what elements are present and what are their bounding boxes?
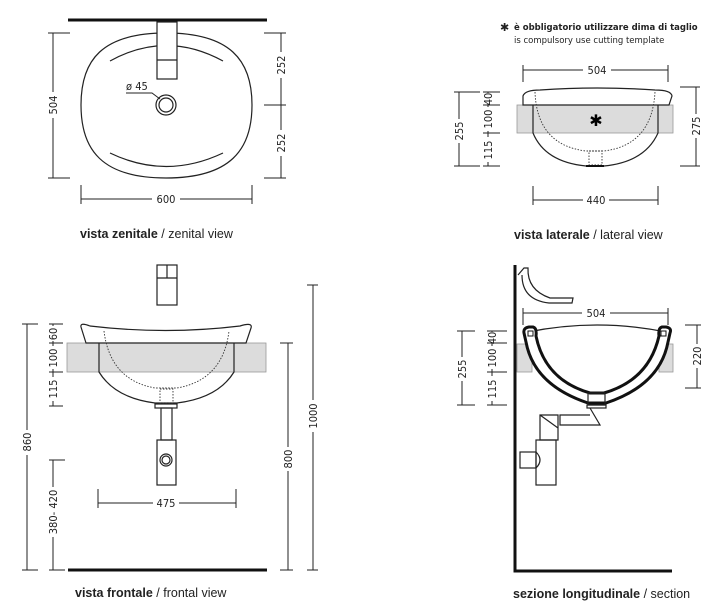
asterisk-icon: ✱: [500, 21, 509, 34]
wall-and-floor: [513, 265, 672, 573]
dim-right: 275: [690, 117, 703, 136]
dim-right: 220: [691, 347, 704, 366]
faucet-icon: [156, 21, 178, 80]
dim-below: 115: [482, 141, 495, 160]
dim-trap: 380- 420: [47, 490, 60, 534]
dim-top: 504: [587, 307, 606, 320]
basin-outline: [80, 32, 253, 179]
dim-below: 115: [47, 380, 60, 399]
lateral-caption: vista laterale / lateral view: [514, 228, 664, 242]
basin-rim: [80, 323, 252, 344]
zenital-caption: vista zenitale / zenital view: [80, 227, 234, 241]
drain-pipe: [160, 407, 173, 441]
dim-depth: 504: [47, 96, 60, 115]
drain-pipe: [559, 407, 602, 426]
basin-rim: [522, 87, 673, 106]
frontal-caption: vista frontale / frontal view: [75, 586, 227, 600]
drain-diameter-label: ø 45: [126, 80, 148, 93]
dim-rim: 40: [482, 93, 495, 106]
siphon-trap: [156, 439, 177, 486]
drain-inner: [158, 97, 174, 113]
dim-width: 475: [157, 497, 176, 510]
drain-outer: [155, 94, 177, 116]
dim-rim: 40: [486, 332, 499, 345]
dim-bottom: 440: [587, 194, 606, 207]
dim-rim: 60: [47, 328, 60, 341]
dim-counter: 100: [486, 349, 499, 368]
dim-half-top: 252: [275, 56, 288, 75]
dim-counter: 100: [47, 349, 60, 368]
countertop-section: [516, 104, 674, 134]
lateral-view: ✱ 504 255 40 100 115 275 440 vista later…: [452, 63, 703, 242]
note-italian: è obbligatorio utilizzare dima di taglio: [514, 22, 698, 33]
dim-width: 600: [157, 193, 176, 206]
dim-top: 504: [588, 64, 607, 77]
dim-total: 255: [453, 122, 466, 141]
zenital-view: ø 45 504 252 252 600 vista zenitale / ze…: [46, 18, 288, 241]
note-english: is compulsory use cutting template: [514, 36, 664, 46]
dim-total: 255: [456, 360, 469, 379]
section-view: 504 255 40 100 115 220 sezione longitudi…: [455, 265, 704, 601]
dim-total: 860: [21, 433, 34, 452]
dim-below: 115: [486, 380, 499, 399]
countertop-section: [66, 342, 267, 373]
basin-inner-arc-bottom: [109, 152, 224, 168]
dim-counter: 100: [482, 110, 495, 129]
wall-faucet: [517, 267, 574, 304]
cutting-template-note: ✱ è obbligatorio utilizzare dima di tagl…: [500, 21, 698, 46]
basin-section: [522, 325, 672, 405]
frontal-view: 860 60 100 115 380- 420 475 800 1000 vis…: [20, 264, 320, 600]
section-caption: sezione longitudinale / section: [513, 587, 690, 601]
dim-counter-height: 800: [282, 450, 295, 469]
dim-half-bottom: 252: [275, 134, 288, 153]
dim-tap-height: 1000: [307, 403, 320, 428]
asterisk-icon: ✱: [589, 111, 602, 130]
